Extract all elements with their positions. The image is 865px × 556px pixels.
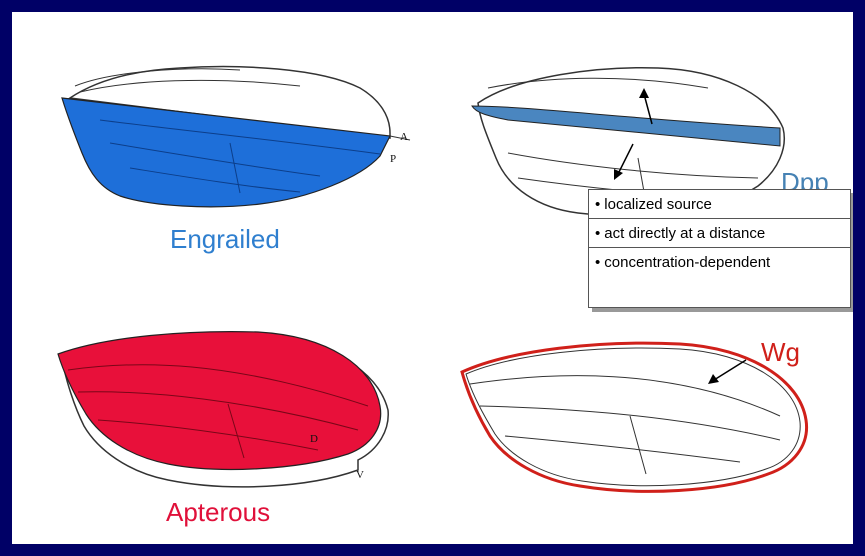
bullet-icon: • (595, 190, 600, 219)
apterous-label: Apterous (166, 497, 270, 528)
wg-margin (462, 343, 807, 491)
mark-d: D (310, 433, 318, 445)
bullet-icon: • (595, 219, 600, 248)
note-concentration-dependent: •concentration-dependent (589, 248, 850, 277)
slide: A P Engrailed Dpp •localized source •act… (12, 12, 853, 544)
note-text: concentration-dependent (604, 254, 770, 271)
mark-a: A (400, 131, 408, 143)
note-localized-source: •localized source (589, 190, 850, 219)
apterous-wing: D V (48, 330, 408, 500)
note-text: localized source (604, 196, 712, 213)
engrailed-wing: A P (60, 58, 420, 228)
mark-v: V (356, 469, 364, 481)
note-act-at-distance: •act directly at a distance (589, 219, 850, 248)
notes-box: •localized source •act directly at a dis… (588, 189, 851, 308)
mark-p: P (390, 153, 396, 165)
engrailed-label: Engrailed (170, 224, 280, 255)
bullet-icon: • (595, 248, 600, 277)
note-text: act directly at a distance (604, 225, 765, 242)
wg-label: Wg (761, 337, 800, 368)
